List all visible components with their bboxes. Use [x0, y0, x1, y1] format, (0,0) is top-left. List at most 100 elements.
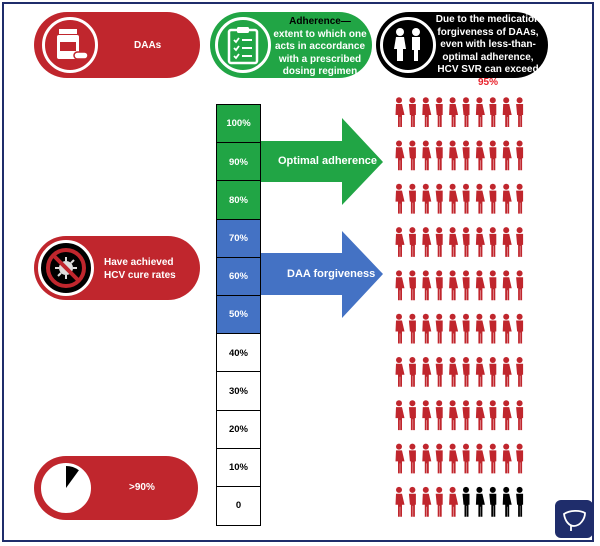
scale-label: 50%	[228, 309, 248, 321]
scale-label: 60%	[228, 271, 248, 283]
person-icon	[502, 400, 512, 431]
person-icon	[489, 486, 497, 517]
person-icon	[449, 183, 459, 214]
person-icon	[462, 313, 470, 344]
person-icon	[516, 486, 524, 517]
person-icon	[395, 270, 405, 301]
liver-icon	[563, 509, 586, 531]
person-icon	[516, 97, 524, 127]
adherence-line2: acts in accordance	[274, 41, 366, 52]
person-icon	[475, 443, 485, 474]
person-icon	[395, 183, 405, 214]
optimal-adherence-label: Optimal adherence	[278, 155, 378, 167]
person-icon	[395, 486, 405, 517]
cure-text: Have achieved HCV cure rates	[104, 257, 184, 282]
person-icon	[449, 400, 459, 431]
person-icon	[502, 183, 512, 214]
forgive-line5: HCV SVR can exceed 95%	[432, 64, 544, 89]
person-icon	[422, 97, 432, 127]
person-icon	[435, 227, 443, 257]
scale-cell: 90%	[216, 142, 261, 182]
scale-label: 20%	[228, 423, 248, 435]
person-icon	[435, 357, 443, 387]
person-icon	[502, 313, 512, 344]
adherence-line1: extent to which one	[273, 28, 367, 40]
scale-label: 0	[235, 500, 242, 512]
no-virus-icon	[46, 248, 86, 288]
couple-icon	[394, 28, 420, 61]
person-icon	[395, 313, 405, 344]
pill-bottle-icon	[57, 29, 89, 60]
adherence-line4: dosing regimen	[282, 66, 358, 77]
person-icon	[516, 313, 524, 344]
daas-label: DAAs	[134, 40, 162, 51]
person-icon	[516, 270, 524, 301]
person-icon	[449, 227, 459, 257]
person-icon	[422, 486, 432, 517]
person-icon	[422, 313, 432, 344]
scale-label: 30%	[228, 385, 248, 397]
adherence-line3: with a prescribed	[278, 53, 362, 65]
person-icon	[395, 140, 405, 171]
scale-cell: 70%	[216, 218, 261, 259]
person-icon	[462, 357, 470, 387]
scale-label: 70%	[228, 232, 248, 244]
person-icon	[408, 227, 416, 257]
person-icon	[422, 140, 432, 171]
person-icon	[475, 270, 485, 301]
couple-circle	[380, 17, 436, 73]
person-icon	[408, 443, 416, 474]
person-icon	[516, 400, 524, 431]
forgive-line3: even with less-than-	[440, 39, 536, 50]
person-icon	[408, 270, 416, 301]
person-icon	[435, 400, 443, 431]
person-icon	[489, 97, 497, 127]
forgiveness-text: Due to the medication forgiveness of DAA…	[432, 14, 544, 89]
infographic-frame	[2, 2, 594, 542]
person-icon	[502, 357, 512, 387]
scale-label: 10%	[228, 462, 248, 474]
forgive-highlight: 95%	[477, 76, 498, 88]
person-icon	[489, 270, 497, 301]
person-icon	[435, 486, 443, 517]
person-icon	[435, 140, 443, 171]
person-icon	[475, 97, 485, 127]
person-icon	[435, 443, 443, 474]
person-icon	[435, 270, 443, 301]
daa-forgiveness-arrow	[261, 231, 383, 318]
person-icon	[449, 97, 459, 127]
person-icon	[408, 313, 416, 344]
person-icon	[502, 227, 512, 257]
forgive-line5-prefix: HCV SVR can exceed	[437, 64, 539, 75]
person-icon	[502, 97, 512, 127]
person-icon	[489, 227, 497, 257]
person-icon	[462, 227, 470, 257]
person-icon	[422, 183, 432, 214]
person-icon	[422, 227, 432, 257]
percent-label: >90%	[129, 482, 155, 493]
person-icon	[462, 270, 470, 301]
pill-bottle-circle	[42, 17, 98, 73]
pie-circle	[38, 460, 94, 516]
person-icon	[489, 357, 497, 387]
person-icon	[462, 443, 470, 474]
person-icon	[462, 486, 470, 517]
person-icon	[449, 270, 459, 301]
person-icon	[489, 183, 497, 214]
scale-cell: 100%	[216, 104, 261, 144]
scale-label: 80%	[228, 194, 248, 206]
scale-label: 40%	[228, 347, 248, 359]
person-icon	[408, 400, 416, 431]
no-virus-circle	[38, 240, 94, 296]
person-icon	[422, 443, 432, 474]
daa-forgiveness-label: DAA forgiveness	[287, 268, 376, 280]
person-icon	[516, 140, 524, 171]
person-icon	[502, 486, 512, 517]
person-icon	[395, 357, 405, 387]
person-icon	[435, 313, 443, 344]
person-icon	[449, 443, 459, 474]
scale-label: 100%	[226, 118, 251, 130]
person-icon	[395, 443, 405, 474]
